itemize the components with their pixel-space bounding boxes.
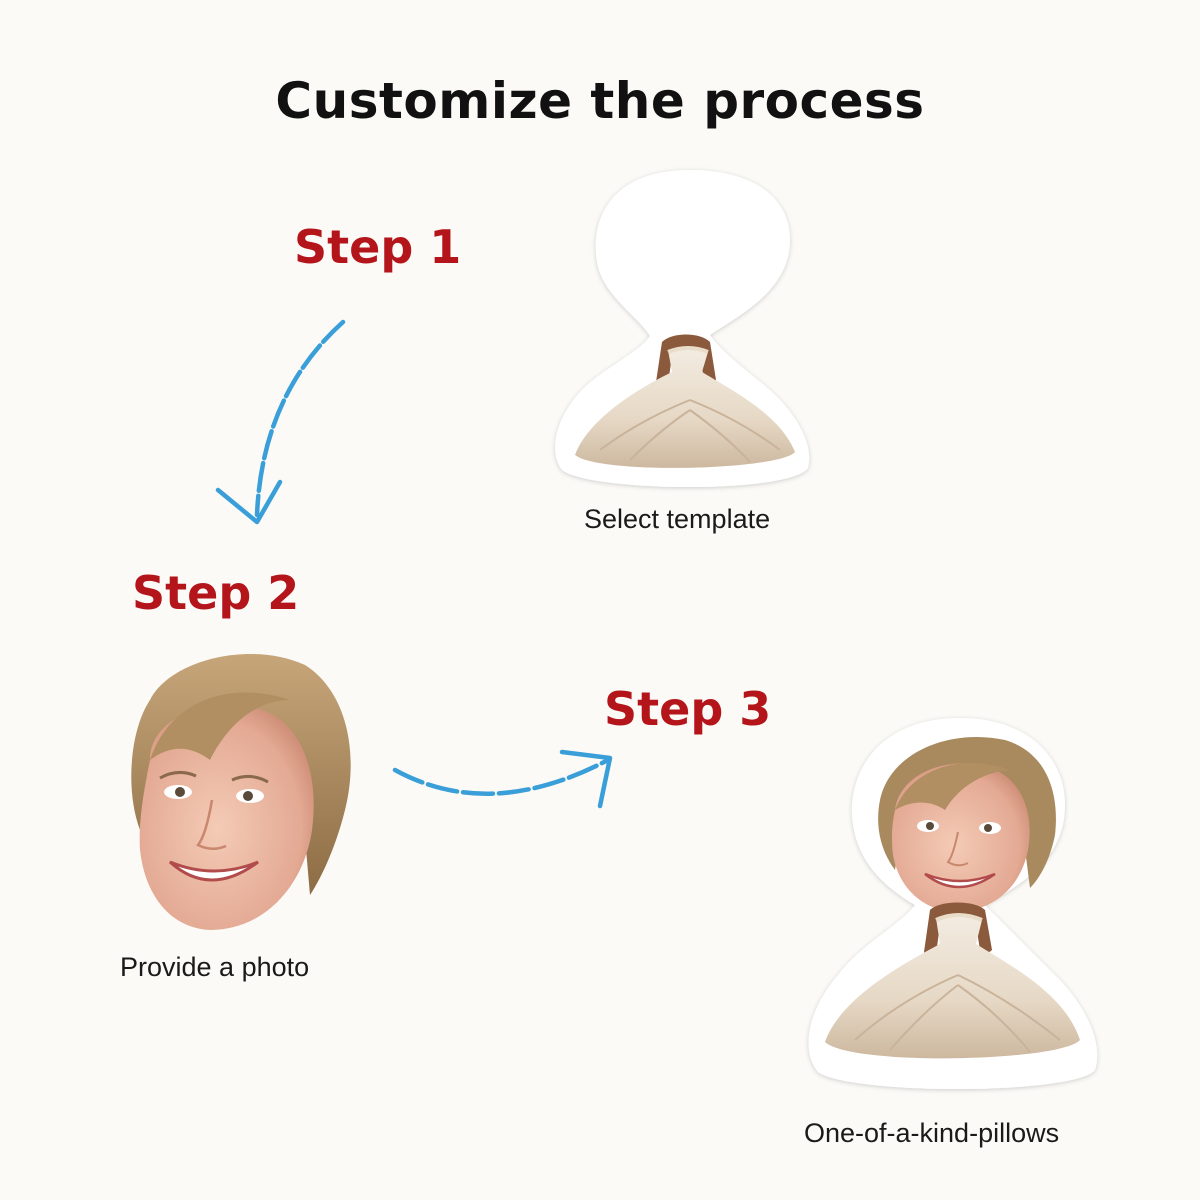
page-title: Customize the process	[275, 72, 925, 130]
step-1-caption: Select template	[584, 504, 771, 534]
step-3-caption: One-of-a-kind-pillows	[804, 1118, 1060, 1148]
step-3-label: Step 3	[604, 682, 772, 736]
step-2-label: Step 2	[132, 566, 300, 620]
step-1-label: Step 1	[294, 220, 462, 274]
step-2-caption: Provide a photo	[120, 952, 310, 982]
